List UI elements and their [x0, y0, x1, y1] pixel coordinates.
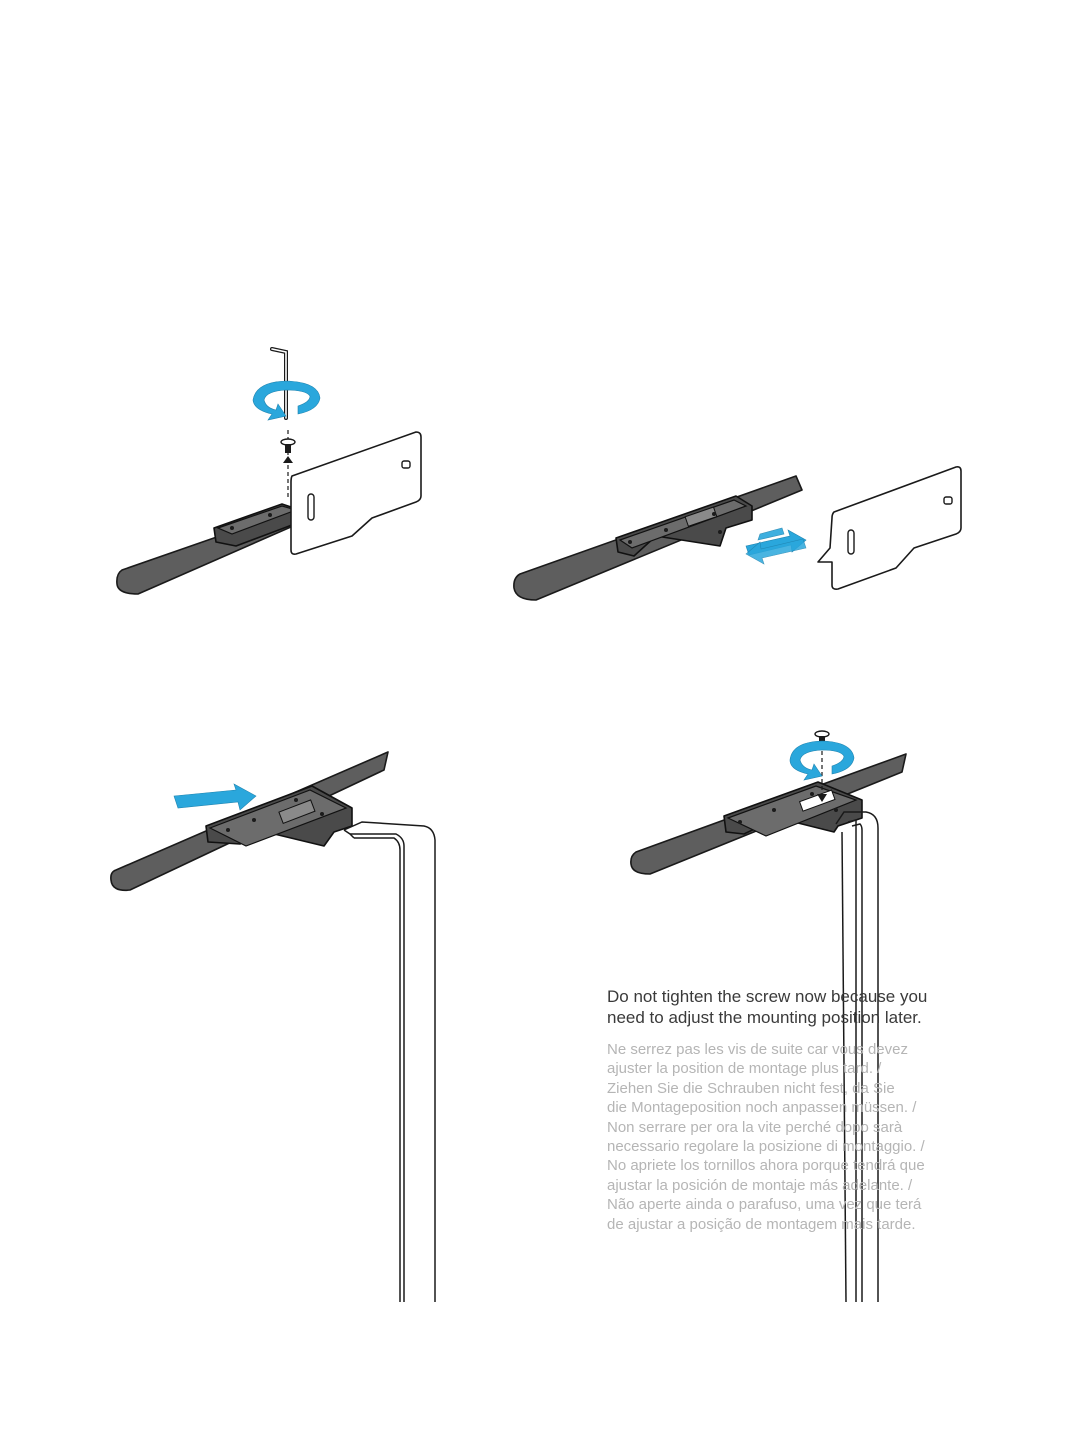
note-main-text: Do not tighten the screw now because you…: [607, 987, 928, 1027]
step-4-illustration: [630, 730, 907, 1303]
step-1-illustration: [116, 347, 422, 595]
step-2-illustration: [513, 466, 962, 601]
note-translations-text: Ne serrez pas les vis de suite car vous …: [607, 1041, 925, 1233]
rotate-arrow-icon: [789, 740, 855, 781]
rotate-arrow-icon: [252, 380, 321, 421]
screw-icon: [814, 730, 830, 744]
screw-icon: [280, 438, 296, 453]
slide-arrow-icon: [173, 783, 257, 811]
instruction-note: Do not tighten the screw now because you…: [607, 986, 987, 1234]
step-3-illustration: [110, 751, 436, 1302]
slide-arrow-icon: [745, 527, 807, 565]
